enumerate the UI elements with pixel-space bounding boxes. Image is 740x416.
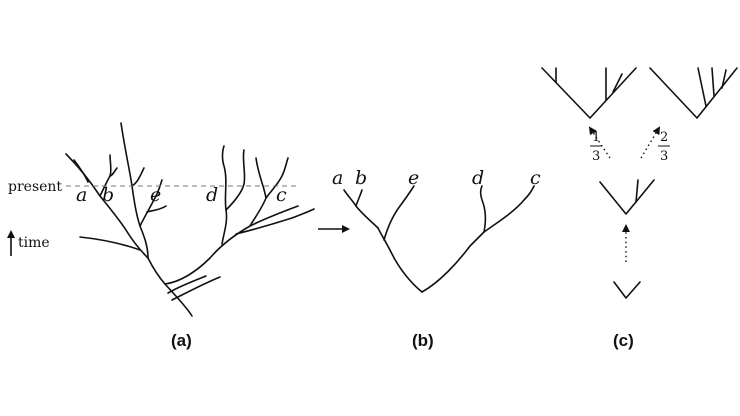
tree-a-extinct-right [235,208,315,235]
tree-c-middle [599,179,655,215]
leaf-label-c: c [276,184,287,206]
growth-arrow-left [588,126,611,159]
panel-label-a: (a) [171,331,192,350]
tree-a-right-stem [164,205,299,285]
tree-a-extinct-left [79,236,141,251]
tree-b-ab-stem [355,205,379,229]
tree-b-root-left [377,227,423,293]
tree-b-leaf-c [483,185,535,233]
tree-a-branch-e [139,179,163,227]
leaf-label-e: e [408,167,419,189]
time-label: time [18,235,50,251]
tree-a-branch-d [221,145,228,245]
tree-a-branch-c [265,157,289,199]
leaf-label-e: e [150,184,161,206]
tree-a-branch-a [73,159,89,183]
tree-a-branch-b-tip [109,167,118,177]
tree-a-mid-stem [120,122,149,259]
tree-c-bottom [613,281,641,299]
leaf-label-b: b [355,167,367,189]
fraction-two-thirds: 2 3 [658,130,670,164]
tree-b-leaf-e [383,185,415,241]
tree-c-top-right [649,67,738,119]
present-label: present [8,179,62,195]
tree-a-trunk [147,257,193,317]
svg-text:3: 3 [592,149,600,164]
tree-a-root-branch-2 [167,275,207,294]
leaf-label-d: d [206,184,218,206]
tree-a-root-branch [171,276,221,301]
leaf-label-a: a [332,167,343,189]
svg-text:2: 2 [660,130,668,145]
growth-arrow-right [640,126,661,159]
svg-text:1: 1 [592,130,600,145]
panel-label-c: (c) [613,331,634,350]
tree-a-branch-e-extinct [146,205,167,213]
panel-b: a b e d c (b) [332,167,541,350]
tree-a-branch-d-sib [225,149,246,211]
leaf-label-d: d [472,167,484,189]
panel-a: present time a b e d c (a) [7,122,315,350]
panel-label-b: (b) [412,331,434,350]
leaf-label-c: c [530,167,541,189]
panel-c: 1 3 2 3 (c) [541,67,738,350]
tree-c-top-left [541,67,637,119]
fraction-one-third: 1 3 [590,130,602,164]
svg-text:3: 3 [660,149,668,164]
tree-b-leaf-d [479,185,487,233]
tree-b-root-right [421,231,485,293]
tree-a-branch-c-stem [249,157,267,227]
tree-a-mid-extinct [131,167,145,187]
tree-b-leaf-a [343,189,357,207]
leaf-label-b: b [102,184,114,206]
tree-b-leaf-b [355,189,363,207]
leaf-label-a: a [76,184,87,206]
